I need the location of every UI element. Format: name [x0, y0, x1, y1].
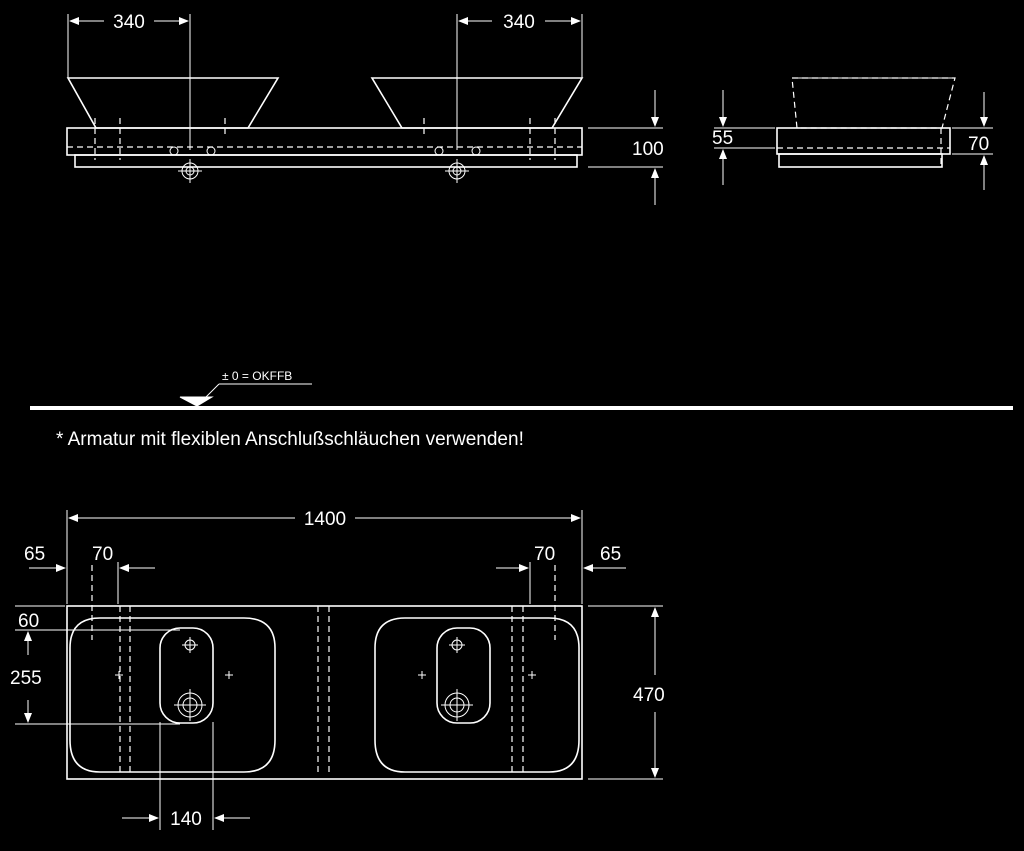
right-bowl-outline	[370, 77, 584, 129]
side-slab-base	[778, 153, 943, 168]
dim-left-tap-label: 70	[92, 544, 113, 565]
dim-total-height-label: 100	[632, 139, 664, 160]
left-tap-plate	[159, 627, 214, 724]
countertop-base	[74, 154, 578, 168]
right-drain-symbol	[434, 146, 481, 183]
countertop-slab	[66, 127, 583, 156]
dim-right-edge-label: 65	[600, 544, 621, 565]
left-drain-hole	[174, 689, 206, 721]
countertop-top-outline	[66, 605, 583, 780]
right-basin-outline	[374, 617, 580, 773]
front-view: 340 340 100	[66, 12, 664, 205]
left-drain-symbol	[169, 146, 216, 183]
side-slab	[776, 127, 951, 155]
dim-bowl-depth-label: 255	[10, 668, 42, 689]
dim-depth-label: 470	[633, 685, 665, 706]
dim-right-tap-label: 70	[534, 544, 555, 565]
right-tap-plate	[436, 627, 491, 724]
left-basin-outline	[69, 617, 276, 773]
dim-left-bowl-label: 340	[113, 12, 145, 33]
dim-tap-spacing-label: 140	[170, 809, 202, 830]
side-view: 55 70	[712, 77, 993, 190]
dim-slab-height-label: 70	[968, 134, 989, 155]
dim-depth-offset-label: 60	[18, 611, 39, 632]
left-tap-hole	[182, 637, 198, 653]
right-drain-hole	[441, 689, 473, 721]
dim-width-label: 1400	[304, 509, 346, 530]
right-tap-hole	[449, 637, 465, 653]
top-view: 1400 65 70 70 65 60 255 470 140	[10, 509, 665, 830]
dim-left-edge-label: 65	[24, 544, 45, 565]
level-marker-triangle	[179, 396, 214, 407]
dim-slab-top-label: 55	[712, 128, 733, 149]
dim-right-bowl-label: 340	[503, 12, 535, 33]
floor-level-label: ± 0 = OKFFB	[222, 369, 292, 383]
floor-level: ± 0 = OKFFB	[30, 369, 1013, 410]
installation-note: * Armatur mit flexiblen Anschlußschläuch…	[56, 429, 524, 450]
left-bowl-outline	[66, 77, 280, 129]
